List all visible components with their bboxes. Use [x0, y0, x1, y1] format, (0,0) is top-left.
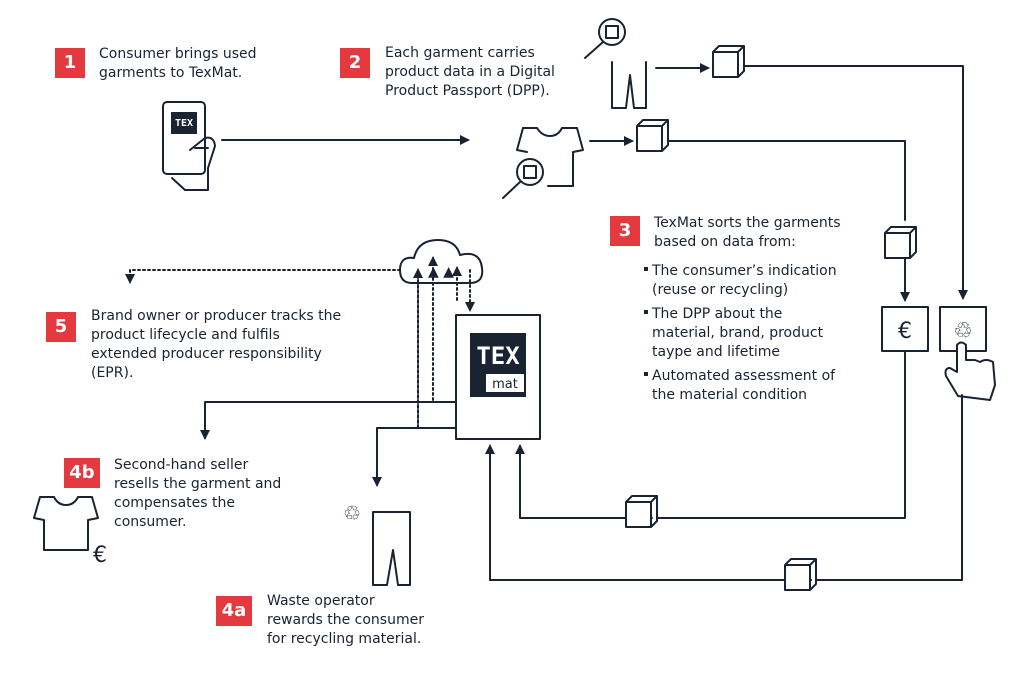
step-3-line: based on data from: [654, 234, 796, 250]
step-4b-badge: 4b [64, 458, 100, 488]
pants-icon [372, 511, 411, 586]
arrow-to-waste [372, 427, 457, 487]
dotted-cloud-to-brand [125, 269, 401, 284]
line-euro-back-to-texmat [515, 350, 906, 519]
step-4b-line: Second-hand seller [114, 457, 249, 473]
arrow-to-second-hand [200, 401, 457, 440]
step-5-text: Brand owner or producer tracks the produ… [91, 307, 341, 383]
step-1-line: Consumer brings used [99, 46, 257, 62]
step-4a-line: for recycling material. [267, 631, 422, 647]
step-3-badge: 3 [610, 216, 640, 246]
step-3-bullet-3: Automated assessment of the material con… [644, 367, 835, 405]
bullet-text: taype and lifetime [652, 344, 781, 360]
package-box-icon [636, 119, 669, 152]
step-3-line: TexMat sorts the garments [654, 215, 841, 231]
phone-logo: TEX [175, 118, 193, 129]
step-4b-line: resells the garment and [114, 476, 282, 492]
step-1-text: Consumer brings used garments to TexMat. [99, 45, 257, 83]
step-2-line: product data in a Digital [385, 64, 555, 80]
bullet-text: material, brand, product [652, 325, 824, 341]
line-recycle-back-to-texmat [485, 394, 963, 581]
phone-hand-icon [162, 101, 216, 191]
logo-bottom: mat [492, 377, 518, 392]
tshirt-icon [33, 496, 99, 551]
step-5-line: product lifecycle and fulfils [91, 327, 280, 343]
step-3-bullet-1: The consumer’s indication (reuse or recy… [644, 262, 837, 300]
step-5-line: Brand owner or producer tracks the [91, 308, 342, 324]
line-to-recycle-bin [743, 65, 968, 300]
pants-scan-icon [584, 18, 647, 109]
package-box-icon-euro-loop [625, 495, 658, 528]
line-box-to-sorter [667, 140, 906, 221]
package-box-icon-right [884, 226, 917, 259]
step-4a-line: rewards the consumer [267, 612, 424, 628]
bullet-text: Automated assessment of [652, 368, 836, 384]
euro-symbol-secondhand: € [93, 543, 107, 568]
step-4a-text: Waste operator rewards the consumer for … [267, 592, 424, 649]
logo-top: TEX [476, 342, 520, 370]
step-5-line: extended producer responsibility [91, 346, 322, 362]
step-4b-text: Second-hand seller resells the garment a… [114, 456, 281, 532]
bullet-text: The consumer’s indication [652, 263, 837, 279]
step-4a-line: Waste operator [267, 593, 375, 609]
step-1-badge: 1 [55, 48, 85, 78]
step-3-bullet-2: The DPP about the material, brand, produ… [644, 305, 823, 362]
step-4a-badge: 4a [216, 596, 252, 626]
recycle-symbol: ♲ [953, 319, 973, 344]
step-2-line: Each garment carries [385, 45, 535, 61]
step-2-badge: 2 [340, 48, 370, 78]
euro-symbol: € [898, 319, 912, 344]
bullet-text: the material condition [652, 387, 808, 403]
texmat-machine [455, 314, 541, 440]
package-box-icon-top [712, 45, 745, 78]
step-4b-line: compensates the [114, 495, 235, 511]
step-2-line: Product Passport (DPP). [385, 83, 550, 99]
step-5-badge: 5 [46, 312, 76, 342]
step-2-text: Each garment carries product data in a D… [385, 44, 555, 101]
cloud-arrows: ▲ ▲ [428, 264, 454, 280]
bullet-text: The DPP about the [652, 306, 783, 322]
step-4b-line: consumer. [114, 514, 187, 530]
step-1-line: garments to TexMat. [99, 65, 243, 81]
step-3-text: TexMat sorts the garments based on data … [654, 214, 841, 252]
package-box-icon-recycle-loop [784, 558, 817, 591]
logo-mat-bg [486, 374, 524, 392]
hand-press-icon [944, 341, 996, 401]
step-5-line: (EPR). [91, 365, 134, 381]
bullet-text: (reuse or recycling) [652, 282, 789, 298]
tshirt-scan-icon [502, 127, 584, 199]
recycle-symbol-waste: ♲ [343, 501, 361, 525]
